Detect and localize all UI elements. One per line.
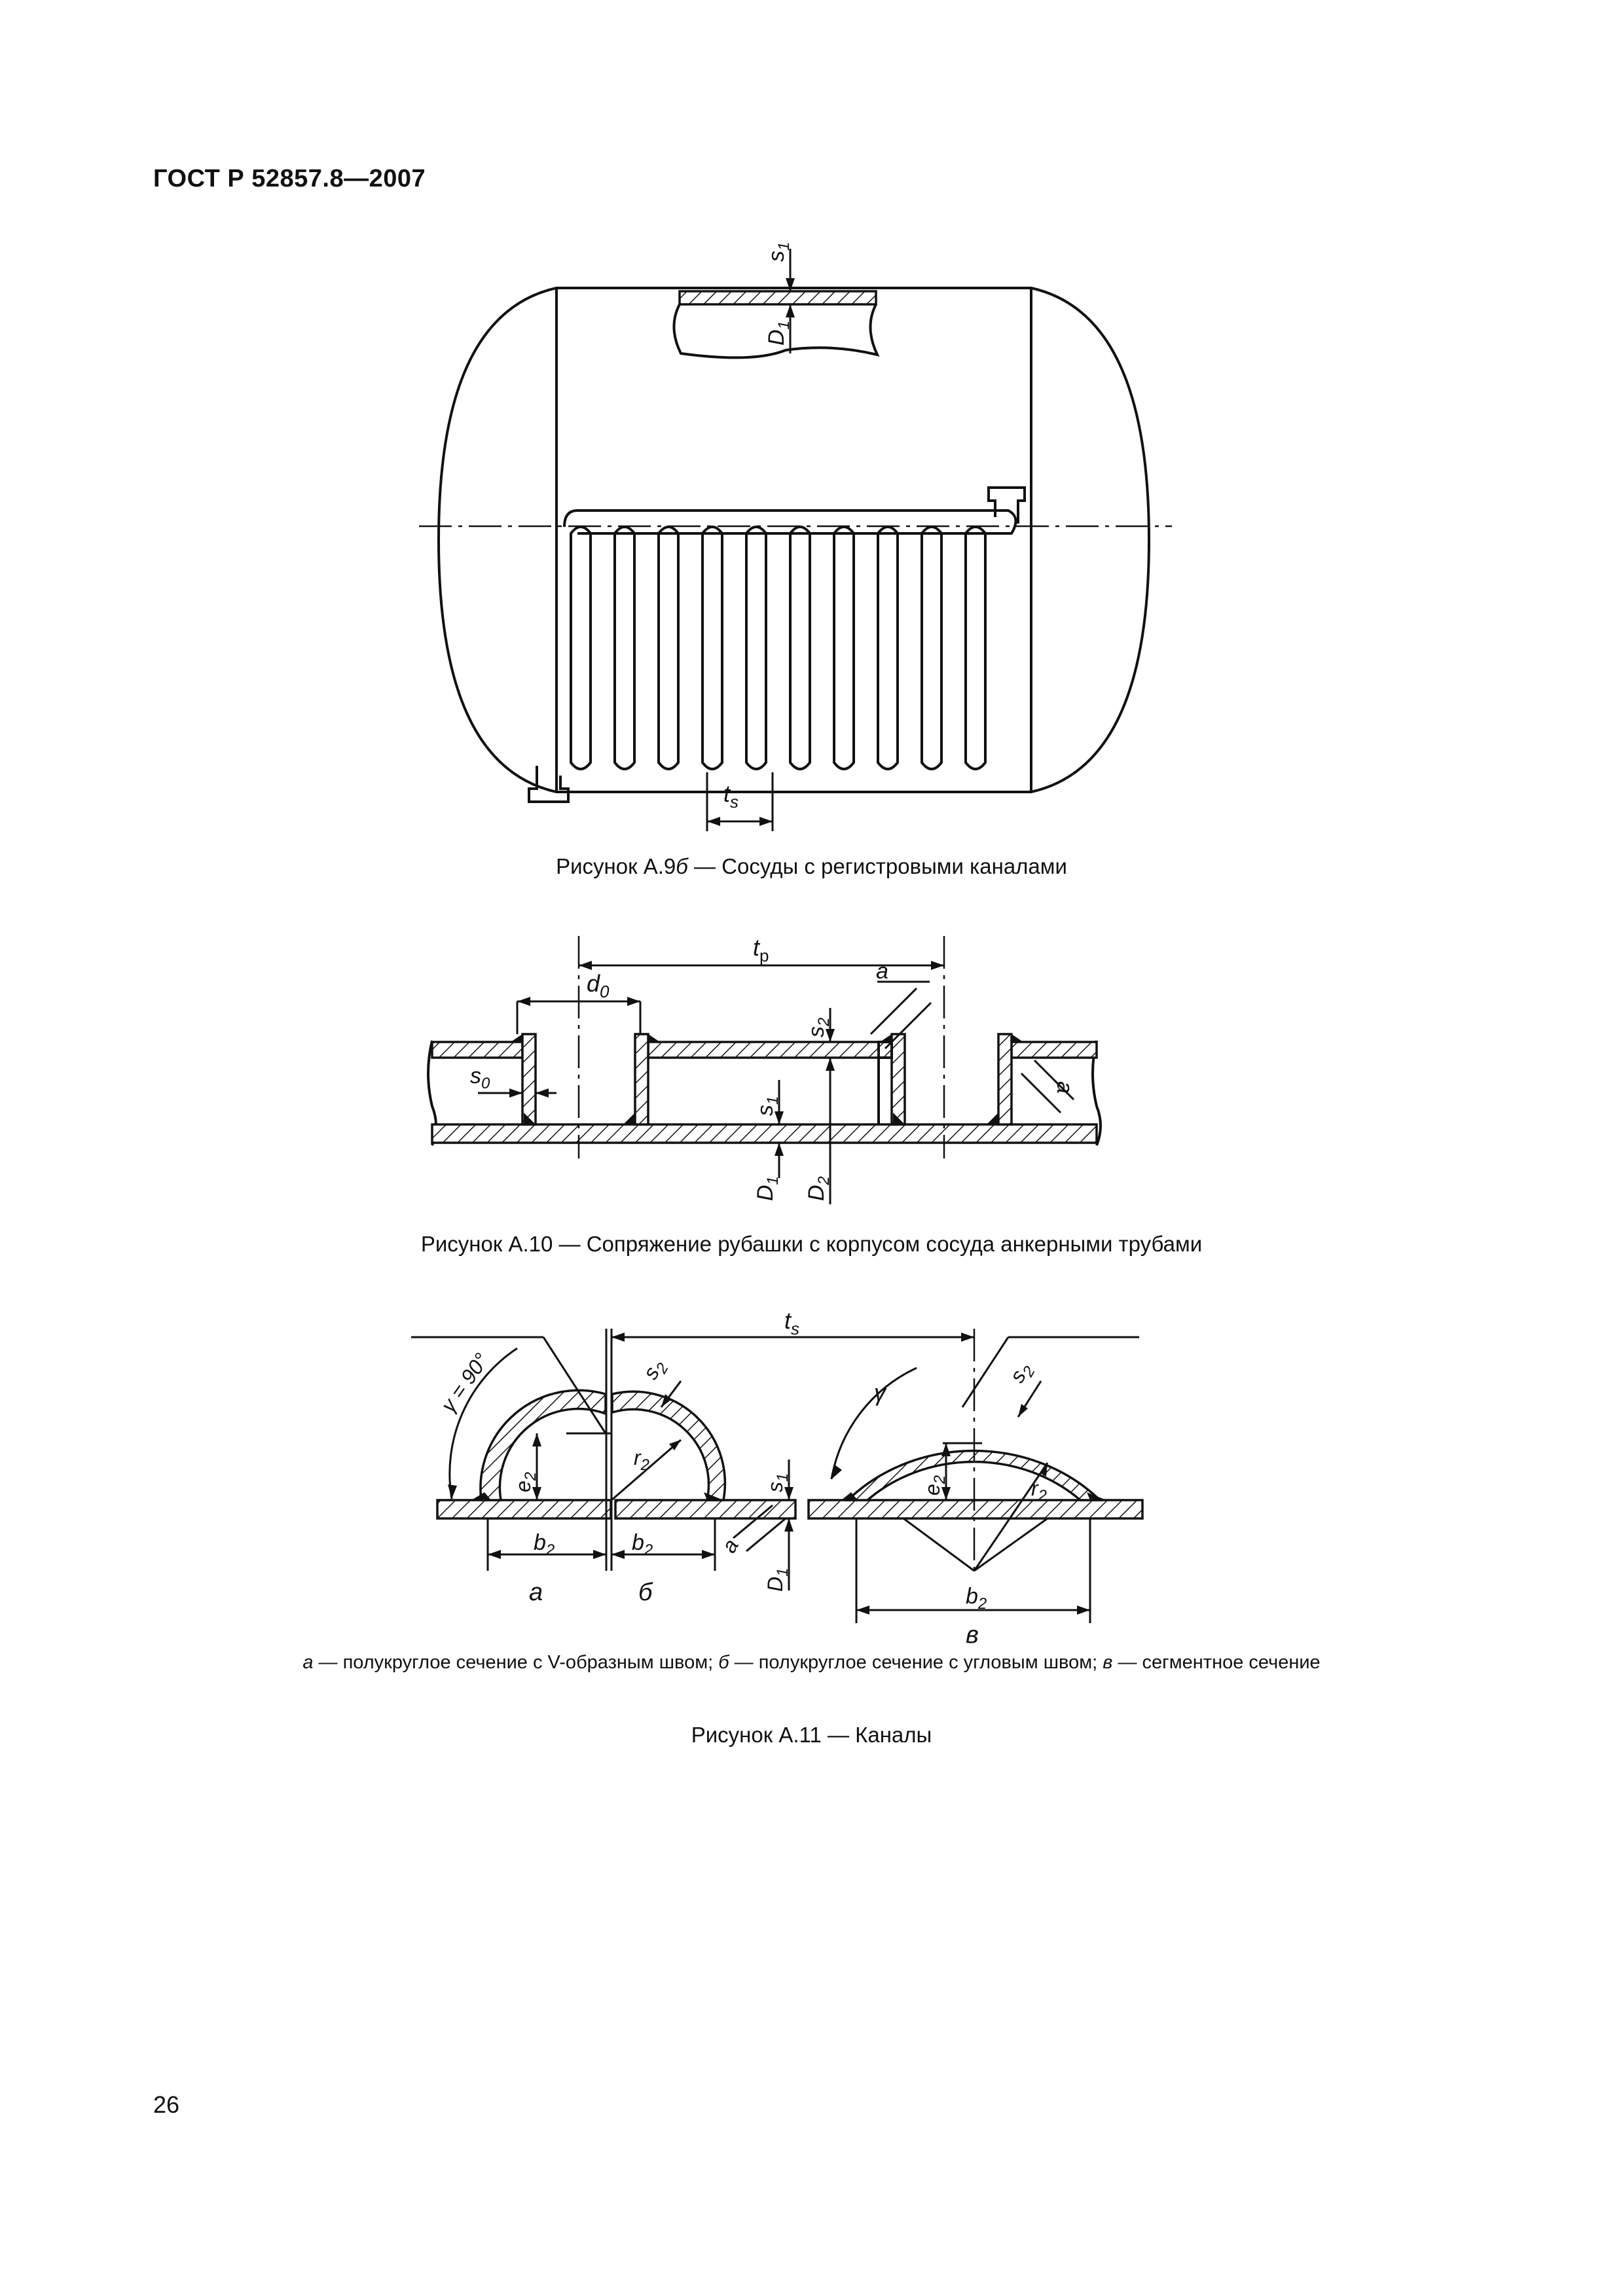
svg-text:a: a: [717, 1535, 743, 1556]
channel-loop: [964, 526, 987, 770]
svg-text:s1: s1: [763, 1473, 792, 1492]
label-D1-a11: D1: [763, 1568, 792, 1592]
label-e2-v: e2: [921, 1475, 949, 1496]
caption-figure-a9b: Рисунок А.9б — Сосуды с регистровыми кан…: [556, 854, 1067, 878]
welds-a10: [511, 1034, 1023, 1124]
label-s2-a10: s2: [804, 1018, 833, 1037]
channel-loop: [745, 526, 767, 770]
label-d0: d0: [587, 970, 610, 1001]
label-r2-b: r2: [634, 1446, 649, 1474]
plate-b: [614, 1499, 797, 1520]
label-b2-b: b2: [632, 1530, 653, 1559]
channel-loop: [657, 526, 680, 770]
label-b2-v: b2: [966, 1584, 987, 1613]
svg-text:s2: s2: [1005, 1358, 1039, 1389]
plate-v: [807, 1499, 1144, 1520]
svg-text:e2: e2: [511, 1472, 539, 1492]
caption-figure-a10: Рисунок А.10 — Сопряжение рубашки с корп…: [420, 1232, 1203, 1256]
page-number: 26: [153, 2091, 180, 2118]
channel-loop: [789, 526, 811, 770]
anchor-pipe-right-wall2: [997, 1033, 1013, 1126]
channel-loop: [833, 526, 855, 770]
channel-loop: [613, 526, 636, 770]
svg-text:a: a: [1052, 1081, 1077, 1094]
label-part-v: в: [966, 1621, 979, 1649]
label-ts-a11: ts: [784, 1307, 799, 1338]
document-header: ГОСТ Р 52857.8—2007: [153, 165, 426, 192]
svg-text:e2: e2: [921, 1475, 949, 1496]
label-part-a: а: [529, 1579, 543, 1606]
label-b2-a: b2: [534, 1530, 555, 1559]
channel-loop: [570, 526, 592, 770]
label-s1-a10: s1: [753, 1096, 782, 1116]
label-a-right: a: [1052, 1081, 1077, 1094]
label-gamma-v: γ: [874, 1379, 887, 1406]
label-part-b: б: [638, 1579, 653, 1606]
label-s1-a11: s1: [763, 1473, 792, 1492]
label-s1-a9b: s1: [764, 242, 793, 262]
caption-figure-a11: Рисунок А.11 — Каналы: [691, 1723, 932, 1747]
svg-text:D1: D1: [763, 1568, 792, 1592]
label-a-top: a: [876, 959, 888, 984]
channel-loop: [877, 526, 899, 770]
register-channels: [563, 509, 1017, 770]
channel-a: [479, 1389, 607, 1501]
channel-loop: [701, 526, 723, 770]
vessel-wall: [431, 1123, 1098, 1144]
label-a-b: a: [717, 1535, 743, 1556]
label-tp: tp: [753, 934, 769, 965]
svg-text:D1: D1: [764, 321, 793, 346]
svg-text:s1: s1: [764, 242, 793, 262]
label-s2-v: s2: [1005, 1358, 1039, 1389]
label-D2-a10: D2: [804, 1176, 833, 1201]
nozzles: [528, 486, 1026, 803]
label-r2-v: r2: [1031, 1477, 1047, 1505]
channel-loop: [921, 526, 943, 770]
label-s2-b: s2: [638, 1355, 672, 1386]
label-D1-a9b: D1: [764, 321, 793, 346]
svg-text:D2: D2: [804, 1176, 833, 1201]
shell-cutaway: [672, 249, 880, 359]
label-e2-a: e2: [511, 1472, 539, 1492]
svg-text:s1: s1: [753, 1096, 782, 1116]
ts-dimension: [706, 772, 774, 831]
anchor-pipe-left-wall2: [634, 1033, 649, 1126]
svg-text:D1: D1: [753, 1176, 782, 1201]
svg-text:s2: s2: [804, 1018, 833, 1037]
channel-header: [563, 509, 1017, 535]
vessel-shell: [419, 287, 1172, 793]
legend-figure-a11: а — полукруглое сечение с V-образным шво…: [302, 1652, 1321, 1673]
svg-text:s2: s2: [638, 1355, 672, 1386]
plate-a: [436, 1499, 612, 1520]
label-D1-a10: D1: [753, 1176, 782, 1201]
label-s0: s0: [470, 1064, 490, 1092]
label-ts-a9b: ts: [723, 780, 739, 812]
